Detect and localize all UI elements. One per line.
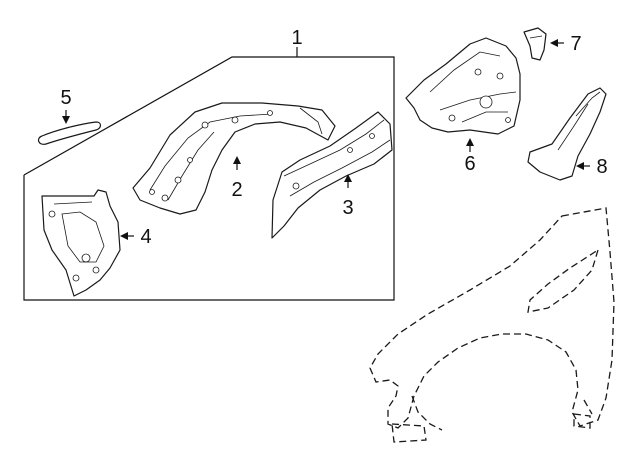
callout-1-label: 1 (291, 27, 302, 49)
callout-3-label: 3 (342, 197, 353, 219)
callout-8-label: 8 (596, 156, 607, 178)
callout-2[interactable]: 2 (231, 156, 243, 201)
part-2-wheelhouse[interactable] (132, 102, 336, 215)
callout-6-label: 6 (464, 153, 475, 175)
callout-2-label: 2 (231, 179, 242, 201)
callout-4-label: 4 (140, 226, 151, 248)
part-4-bracket[interactable] (41, 189, 121, 297)
callout-7-label: 7 (570, 33, 581, 55)
part-7-clip[interactable] (523, 27, 547, 61)
part-3-upper-rail[interactable] (271, 111, 393, 239)
callout-8[interactable]: 8 (576, 156, 608, 178)
part-8-bracket[interactable] (527, 87, 607, 181)
callout-1[interactable]: 1 (291, 27, 303, 57)
fender-phantom-outline (369, 207, 615, 443)
part-5-seal[interactable] (37, 121, 102, 145)
part-6-reinforcement[interactable] (405, 37, 521, 135)
callout-7[interactable]: 7 (550, 33, 582, 55)
callout-5-label: 5 (60, 87, 71, 109)
callout-6[interactable]: 6 (464, 138, 476, 175)
callout-4[interactable]: 4 (120, 226, 152, 248)
callout-5[interactable]: 5 (60, 87, 72, 124)
callout-3[interactable]: 3 (342, 174, 354, 219)
assembly-box (23, 56, 395, 301)
